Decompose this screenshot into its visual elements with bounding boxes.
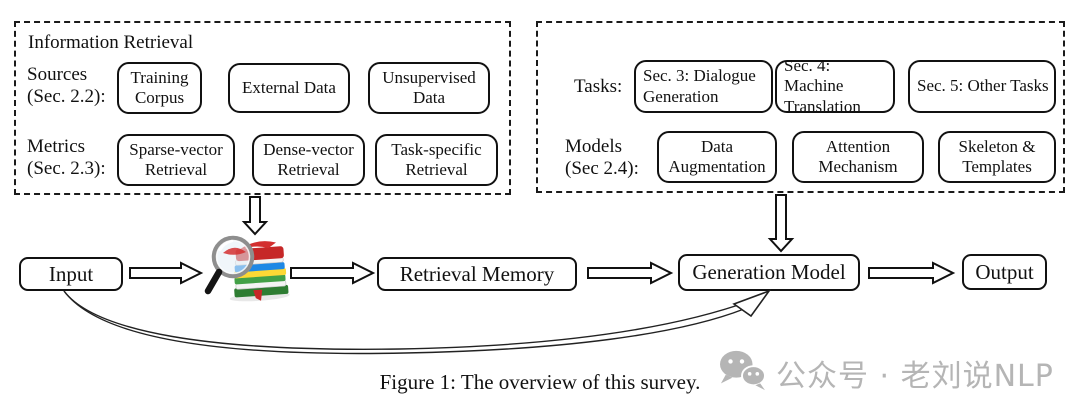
arrow-tasks-panel-down [767, 194, 795, 253]
arrow-ir-panel-down [241, 196, 269, 236]
box-skeleton-templates: Skeleton & Templates [938, 131, 1056, 183]
flow-output-box: Output [962, 254, 1047, 290]
box-dense-vector-retrieval: Dense-vector Retrieval [252, 134, 365, 186]
arrow-memory-to-generator [587, 261, 674, 285]
figure-caption: Figure 1: The overview of this survey. [379, 370, 701, 394]
box-task-specific-retrieval: Task-specific Retrieval [375, 134, 498, 186]
metrics-row-label: Metrics (Sec. 2.3): [27, 136, 106, 179]
box-external-data: External Data [228, 63, 350, 113]
books-magnifier-icon [204, 230, 296, 304]
sources-row-label: Sources (Sec. 2.2): [27, 64, 106, 107]
box-unsupervised-data: Unsupervised Data [368, 62, 490, 114]
box-attention-mechanism: Attention Mechanism [792, 131, 924, 183]
box-sec4-machine-translation: Sec. 4: Machine Translation [775, 56, 895, 116]
arrow-input-to-generator-curve [63, 289, 772, 355]
box-sparse-vector-retrieval: Sparse-vector Retrieval [117, 134, 235, 186]
arrow-generator-to-output [868, 261, 956, 285]
tasks-row-label: Tasks: [574, 76, 623, 97]
box-training-corpus: Training Corpus [117, 62, 202, 114]
flow-generation-model-box: Generation Model [678, 254, 860, 291]
box-sec5-other-tasks: Sec. 5: Other Tasks [908, 60, 1056, 113]
arrow-retriever-to-memory [290, 261, 376, 285]
box-data-augmentation: Data Augmentation [657, 131, 777, 183]
box-sec3-dialogue-generation: Sec. 3: Dialogue Generation [634, 60, 773, 113]
flow-retrieval-memory-box: Retrieval Memory [377, 257, 577, 291]
models-row-label: Models (Sec 2.4): [565, 136, 639, 179]
watermark-text: 公众号 · 老刘说NLP [776, 358, 1054, 394]
watermark: 公众号 · 老刘说NLP [716, 348, 1054, 397]
flow-input-box: Input [19, 257, 123, 291]
information-retrieval-title: Information Retrieval [28, 32, 194, 53]
wechat-icon [716, 348, 768, 397]
arrow-input-to-retriever [129, 261, 204, 285]
